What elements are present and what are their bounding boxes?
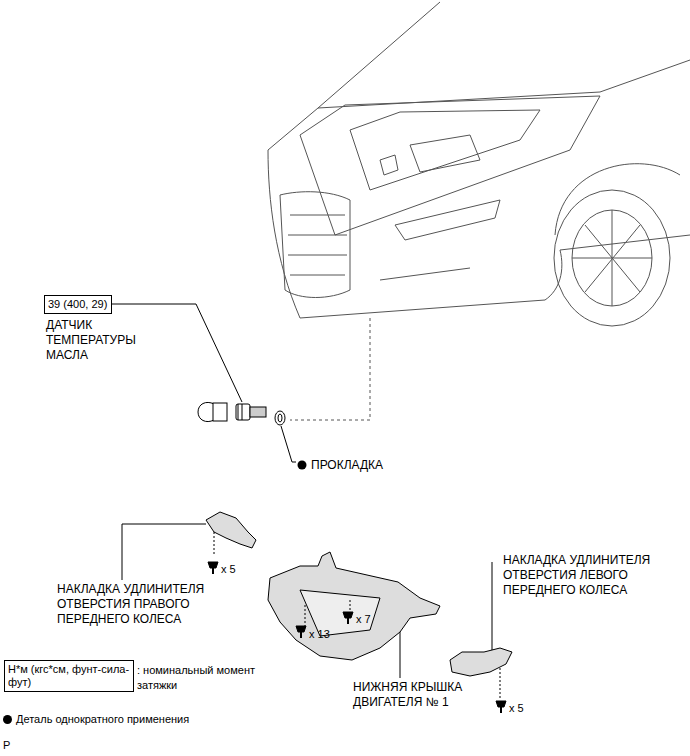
legend-entry: Деталь однократного применения bbox=[3, 712, 189, 726]
single-use-dot bbox=[3, 715, 12, 724]
torque-unit-box: Н*м (кгс*см, фунт-сила-фут) bbox=[4, 660, 134, 692]
legend-note: : номинальный момент затяжки bbox=[137, 663, 255, 693]
bolt-count: x 5 bbox=[221, 562, 236, 577]
part-name: ПРОКЛАДКА bbox=[311, 458, 383, 473]
dashed-location-line bbox=[290, 318, 370, 420]
box-text: Н*м (кгс*см, фунт-сила-фут) bbox=[8, 663, 130, 689]
part-name: НИЖНЯЯ КРЫШКА ДВИГАТЕЛЯ № 1 bbox=[353, 680, 465, 710]
oil-temp-sensor bbox=[198, 402, 266, 421]
car-outline bbox=[268, 2, 690, 326]
bolt-count: x 5 bbox=[509, 701, 524, 716]
part-name: ДАТЧИК ТЕМПЕРАТУРЫ МАСЛА bbox=[46, 318, 142, 363]
part-name: НАКЛАДКА УДЛИНИТЕЛЯ ОТВЕРСТИЯ ЛЕВОГО ПЕР… bbox=[503, 553, 675, 598]
bolt-count: x 13 bbox=[309, 627, 330, 642]
torque-value-box: 39 (400, 29) bbox=[44, 295, 112, 314]
engine-under-cover bbox=[268, 552, 440, 660]
right-wheel-cover bbox=[206, 512, 256, 555]
box-text: 39 (400, 29) bbox=[48, 298, 108, 311]
page-mark: P bbox=[3, 738, 10, 753]
gasket-single-use-dot bbox=[298, 461, 307, 470]
part-name: НАКЛАДКА УДЛИНИТЕЛЯ ОТВЕРСТИЯ ПРАВОГО ПЕ… bbox=[57, 582, 223, 627]
bolt-count: x 7 bbox=[356, 612, 371, 627]
screw-icons bbox=[208, 562, 506, 713]
legend-text: Деталь однократного применения bbox=[16, 712, 189, 726]
gasket bbox=[275, 411, 285, 425]
